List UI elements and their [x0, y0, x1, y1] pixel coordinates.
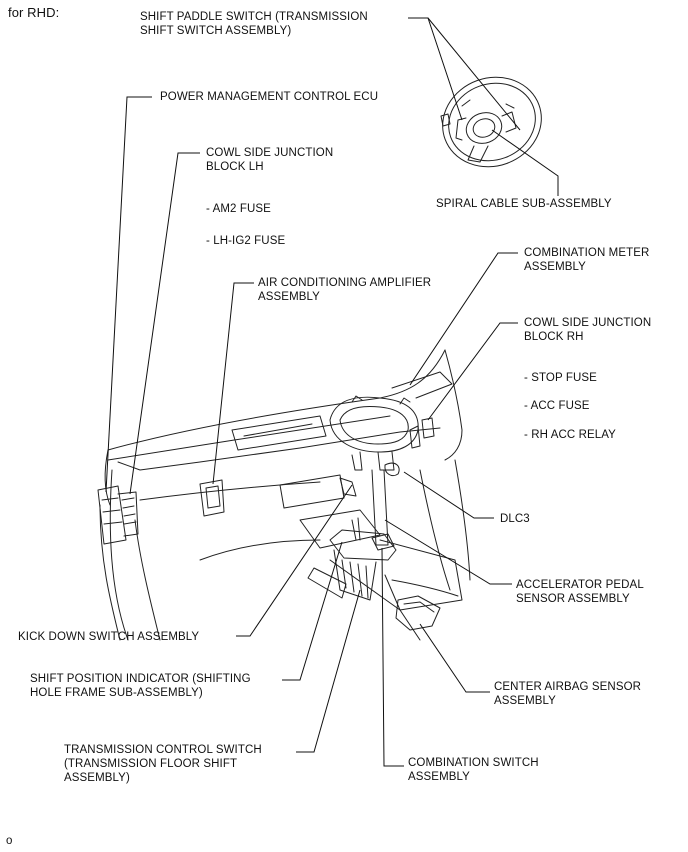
label-am2-fuse: - AM2 FUSE [206, 203, 271, 215]
label-dlc3: DLC3 [500, 513, 530, 525]
leader-shift-paddle-2 [427, 17, 521, 131]
label-lh-ig2-fuse: - LH-IG2 FUSE [206, 235, 286, 247]
leader-dlc3 [403, 471, 494, 519]
leader-lines [105, 17, 559, 767]
power-management-ecu [97, 485, 139, 545]
page-title: for RHD: [8, 5, 60, 20]
label-center-airbag-sensor: CENTER AIRBAG SENSOR ASSEMBLY [494, 681, 642, 707]
label-cowl-side-junction-lh: COWL SIDE JUNCTION BLOCK LH [206, 147, 334, 173]
steering-column [307, 469, 397, 601]
footer-mark: o [6, 835, 13, 847]
label-cowl-side-junction-rh: COWL SIDE JUNCTION BLOCK RH [524, 317, 652, 343]
label-accelerator-pedal-sensor: ACCELERATOR PEDAL SENSOR ASSEMBLY [516, 579, 644, 605]
label-transmission-control-switch: TRANSMISSION CONTROL SWITCH (TRANSMISSIO… [64, 744, 262, 784]
leader-power-mgmt [105, 96, 152, 493]
ac-amplifier [199, 479, 225, 517]
label-acc-fuse: - ACC FUSE [524, 400, 590, 412]
label-kick-down-switch: KICK DOWN SWITCH ASSEMBLY [18, 631, 200, 643]
leader-shift-position [282, 541, 343, 681]
leader-accel-pedal [384, 519, 512, 585]
cowl-junction-rh [421, 417, 435, 439]
label-spiral-cable: SPIRAL CABLE SUB-ASSEMBLY [436, 198, 612, 210]
label-shift-position-indicator: SHIFT POSITION INDICATOR (SHIFTING HOLE … [30, 673, 251, 699]
label-combination-switch: COMBINATION SWITCH ASSEMBLY [408, 757, 539, 783]
leader-combination-switch [381, 547, 404, 767]
label-stop-fuse: - STOP FUSE [524, 372, 597, 384]
label-air-conditioning-amplifier: AIR CONDITIONING AMPLIFIER ASSEMBLY [258, 277, 432, 303]
leader-spiral-cable [491, 129, 559, 196]
leader-kick-down [236, 484, 353, 637]
dashboard-outline [99, 349, 471, 641]
label-combination-meter: COMBINATION METER ASSEMBLY [524, 247, 650, 273]
leader-transmission-control [296, 589, 361, 753]
combination-meter [329, 395, 421, 477]
label-shift-paddle-switch: SHIFT PADDLE SWITCH (TRANSMISSION SHIFT … [140, 11, 368, 37]
leader-cowl-lh [129, 152, 200, 495]
leader-shift-paddle [408, 17, 463, 121]
leader-combination-meter [409, 252, 518, 386]
leader-cowl-rh [427, 322, 518, 421]
label-power-management-ecu: POWER MANAGEMENT CONTROL ECU [160, 91, 379, 103]
center-airbag-sensor [395, 595, 441, 631]
leader-center-airbag [419, 623, 490, 693]
label-rh-acc-relay: - RH ACC RELAY [524, 429, 616, 441]
leader-air-cond [212, 282, 254, 485]
